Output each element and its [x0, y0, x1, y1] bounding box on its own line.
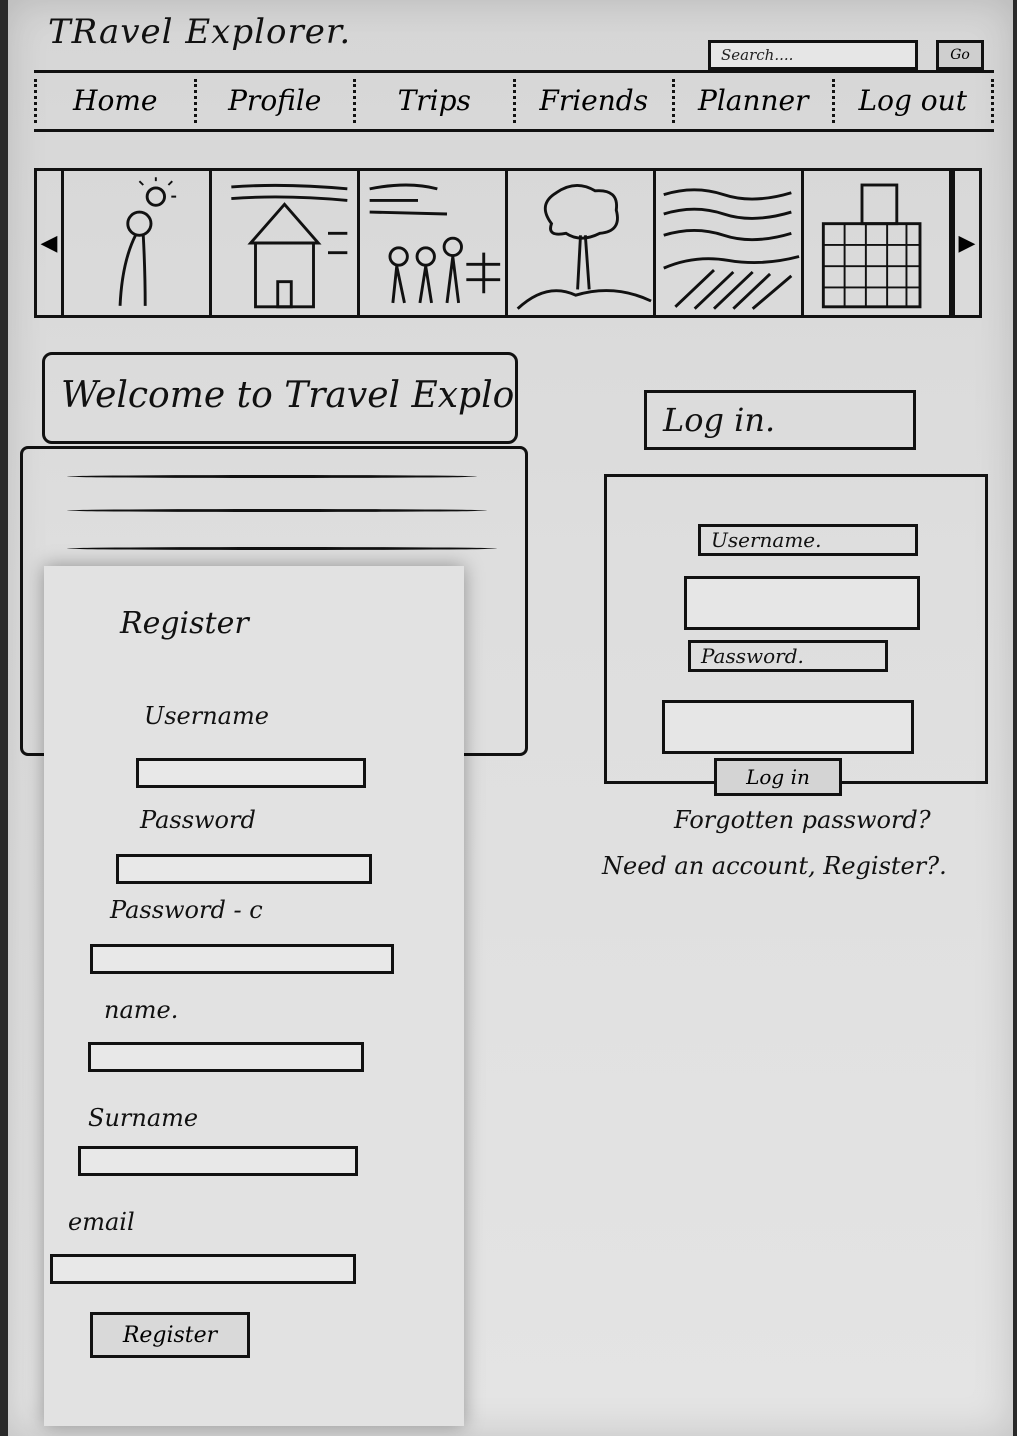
- register-confirm-password-field[interactable]: [90, 944, 394, 974]
- login-password-field[interactable]: [662, 700, 914, 754]
- register-name-label: name.: [104, 996, 179, 1024]
- welcome-heading: Welcome to Travel Explo: [42, 352, 518, 444]
- login-username-label: Username.: [698, 524, 918, 556]
- register-email-label: email: [68, 1208, 135, 1236]
- register-username-field[interactable]: [136, 758, 366, 788]
- field-icon: [663, 188, 800, 310]
- carousel-slide[interactable]: [212, 171, 360, 315]
- login-password-label: Password.: [688, 640, 888, 672]
- register-name-field[interactable]: [88, 1042, 364, 1072]
- text-placeholder-line: [67, 475, 477, 478]
- search-input[interactable]: [708, 40, 918, 70]
- carousel-slide[interactable]: [360, 171, 508, 315]
- nav-item-logout[interactable]: Log out: [835, 79, 994, 123]
- register-surname-label: Surname: [88, 1104, 199, 1132]
- forgot-password-link[interactable]: Forgotten password?: [674, 806, 931, 834]
- text-placeholder-line: [67, 509, 487, 512]
- person-sun-icon: [118, 177, 177, 306]
- register-username-label: Username: [144, 702, 269, 730]
- search-button[interactable]: Go: [936, 40, 984, 70]
- login-heading: Log in.: [644, 390, 916, 450]
- register-heading: Register: [120, 606, 249, 641]
- login-username-field[interactable]: [684, 576, 920, 630]
- register-form-card: Register Username Password Password - c …: [44, 566, 464, 1426]
- login-button[interactable]: Log in: [714, 758, 842, 796]
- carousel-slide[interactable]: [804, 171, 952, 315]
- register-button[interactable]: Register: [90, 1312, 250, 1358]
- nav-item-trips[interactable]: Trips: [356, 79, 516, 123]
- image-carousel: ◀: [34, 168, 982, 318]
- carousel-next-button[interactable]: ▶: [952, 171, 979, 315]
- people-icon: [369, 183, 501, 304]
- register-password-field[interactable]: [116, 854, 372, 884]
- nav-item-home[interactable]: Home: [34, 79, 197, 123]
- main-nav: Home Profile Trips Friends Planner Log o…: [34, 70, 994, 132]
- register-password-label: Password: [140, 806, 256, 834]
- nav-item-profile[interactable]: Profile: [197, 79, 356, 123]
- carousel-slide[interactable]: [64, 171, 212, 315]
- search-box: [708, 40, 918, 70]
- text-placeholder-line: [67, 547, 497, 550]
- chevron-right-icon: ▶: [958, 230, 976, 256]
- register-email-field[interactable]: [50, 1254, 356, 1284]
- carousel-slide[interactable]: [656, 171, 804, 315]
- chevron-left-icon: ◀: [40, 230, 58, 256]
- register-surname-field[interactable]: [78, 1146, 358, 1176]
- carousel-prev-button[interactable]: ◀: [37, 171, 64, 315]
- house-icon: [231, 183, 348, 309]
- tree-icon: [516, 184, 652, 310]
- paper-sheet: TRavel Explorer. Go Home Profile Trips F…: [8, 0, 1013, 1436]
- app-title: TRavel Explorer.: [48, 12, 352, 52]
- register-confirm-label: Password - c: [110, 896, 263, 924]
- need-account-register-link[interactable]: Need an account, Register?.: [602, 852, 947, 880]
- nav-item-planner[interactable]: Planner: [675, 79, 835, 123]
- carousel-slide[interactable]: [508, 171, 656, 315]
- nav-item-friends[interactable]: Friends: [516, 79, 675, 123]
- city-icon: [821, 183, 922, 309]
